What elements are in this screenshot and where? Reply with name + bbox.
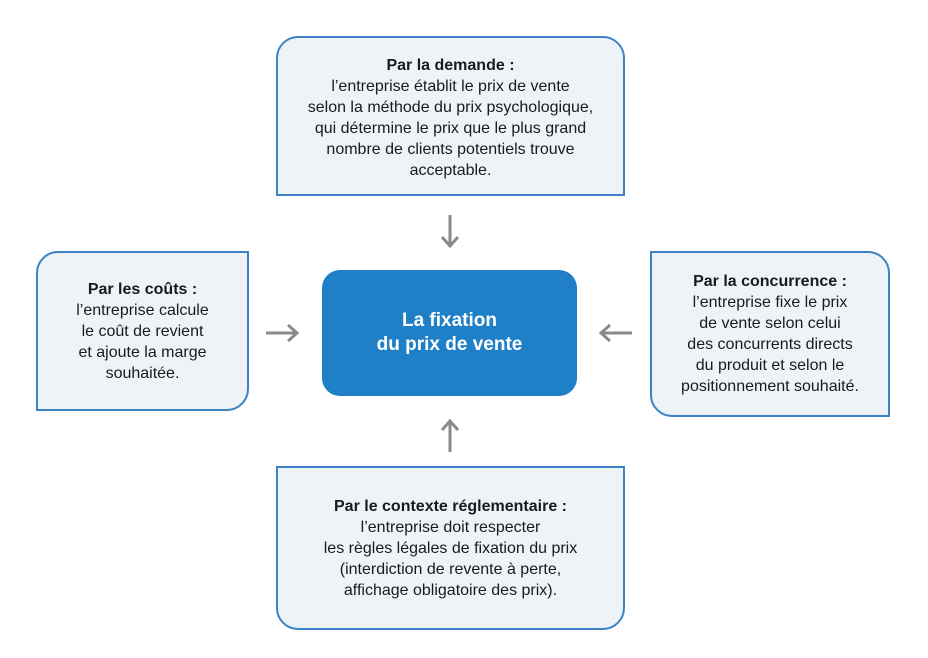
costs-box: Par les coûts : l’entreprise calcule le … bbox=[36, 251, 249, 411]
costs-title: Par les coûts : bbox=[87, 280, 198, 298]
competition-text: l’entreprise fixe le prix de vente selon… bbox=[681, 294, 859, 395]
arrow-right-icon bbox=[266, 324, 300, 342]
arrow-left-icon bbox=[598, 324, 632, 342]
arrow-down-icon bbox=[441, 215, 459, 249]
competition-title: Par la concurrence : bbox=[693, 273, 847, 290]
competition-box: Par la concurrence : l’entreprise fixe l… bbox=[650, 251, 890, 417]
regulatory-text: l’entreprise doit respecter les règles l… bbox=[323, 518, 578, 599]
demand-text: l’entreprise établit le prix de vente se… bbox=[307, 78, 594, 179]
arrow-up-icon bbox=[441, 418, 459, 452]
demand-title: Par la demande : bbox=[386, 57, 515, 74]
demand-box: Par la demande : l’entreprise établit le… bbox=[276, 36, 625, 196]
regulatory-box: Par le contexte réglementaire : l’entrep… bbox=[276, 466, 625, 630]
regulatory-title: Par le contexte réglementaire : bbox=[334, 497, 567, 515]
costs-text: l’entreprise calcule le coût de revient … bbox=[76, 301, 209, 382]
price-setting-center-box: La fixation du prix de vente bbox=[322, 270, 577, 396]
